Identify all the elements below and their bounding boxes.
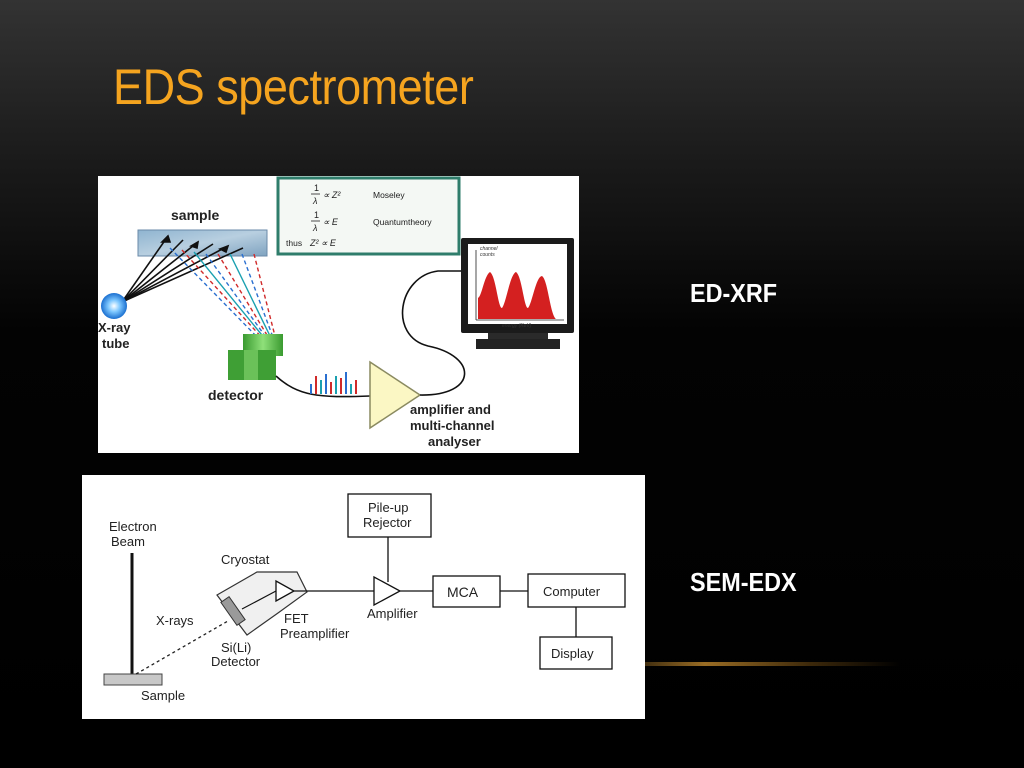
xrf-amplifier-icon: [369, 360, 422, 430]
pulse-bars: [310, 372, 357, 394]
electron-beam-label-1: Electron: [109, 519, 157, 534]
fluorescence-rays: [169, 247, 277, 341]
computer-label: Computer: [543, 584, 601, 599]
sem-sample: [103, 673, 163, 686]
electron-beam-label-2: Beam: [111, 534, 145, 549]
mca-label: MCA: [447, 584, 479, 600]
xrf-sample-label: sample: [171, 207, 219, 223]
xrf-detector-label: detector: [208, 387, 264, 403]
computer-box: [527, 573, 626, 608]
fet-label-1: FET: [284, 611, 309, 626]
eq-frac-den-2: λ: [312, 223, 317, 233]
xrf-sample-slab: [137, 229, 268, 257]
eq-frac-num-1: 1: [314, 183, 319, 193]
incident-rays: [121, 234, 244, 303]
eq-3: Z² ∝ E: [309, 238, 337, 248]
sili-detector-label-1: Si(Li): [221, 640, 251, 655]
xrf-detector-icon: [228, 334, 283, 380]
xray-tube-label-2: tube: [102, 336, 129, 351]
equations-box: 1 λ ∝ Z² Moseley 1 λ ∝ E Quantumtheory t…: [276, 176, 461, 256]
pileup-label-2: Rejector: [363, 515, 412, 530]
detector-cable: [275, 375, 371, 398]
label-ed-xrf: ED-XRF: [690, 278, 778, 308]
xray-tube-label-1: X-ray: [98, 320, 131, 335]
monitor-ylabel-1: channel: [480, 246, 498, 252]
mca-box: [432, 575, 501, 608]
eq-quantum: Quantumtheory: [373, 217, 432, 227]
display-label: Display: [551, 646, 594, 661]
label-sem-edx: SEM-EDX: [690, 567, 797, 597]
amplifier-label-1: amplifier and: [410, 402, 491, 417]
slide-title: EDS spectrometer: [113, 59, 474, 115]
monitor-cable: [401, 270, 466, 396]
eq-1: ∝ Z²: [323, 190, 341, 200]
monitor-xlabel: energy (KeV): [502, 323, 532, 329]
xrays-label: X-rays: [156, 613, 194, 628]
amplifier-icon: [373, 575, 402, 607]
amplifier-label-3: analyser: [428, 434, 481, 449]
eq-moseley: Moseley: [373, 190, 405, 200]
display-box: [539, 636, 613, 670]
monitor-icon: [461, 238, 574, 349]
pileup-rejector-box: [347, 493, 432, 538]
sili-detector-label-2: Detector: [211, 654, 261, 669]
xrf-diagram: 1 λ ∝ Z² Moseley 1 λ ∝ E Quantumtheory t…: [98, 176, 579, 453]
cryostat-label: Cryostat: [221, 552, 270, 567]
eq-frac-den-1: λ: [312, 196, 317, 206]
sample-label: Sample: [141, 688, 185, 703]
fet-label-2: Preamplifier: [280, 626, 350, 641]
monitor-ylabel-2: counts: [480, 252, 495, 258]
pileup-label-1: Pile-up: [368, 500, 408, 515]
xray-tube-icon: [101, 293, 127, 319]
sili-detector-icon: [220, 595, 246, 627]
amplifier-label: Amplifier: [367, 606, 418, 621]
decorative-glow-line: [600, 662, 900, 666]
eq-thus: thus: [286, 238, 302, 248]
eq-frac-num-2: 1: [314, 210, 319, 220]
eq-2: ∝ E: [323, 217, 339, 227]
sem-edx-diagram: Electron Beam Cryostat X-rays FET Preamp…: [82, 475, 645, 719]
amplifier-label-2: multi-channel: [410, 418, 495, 433]
